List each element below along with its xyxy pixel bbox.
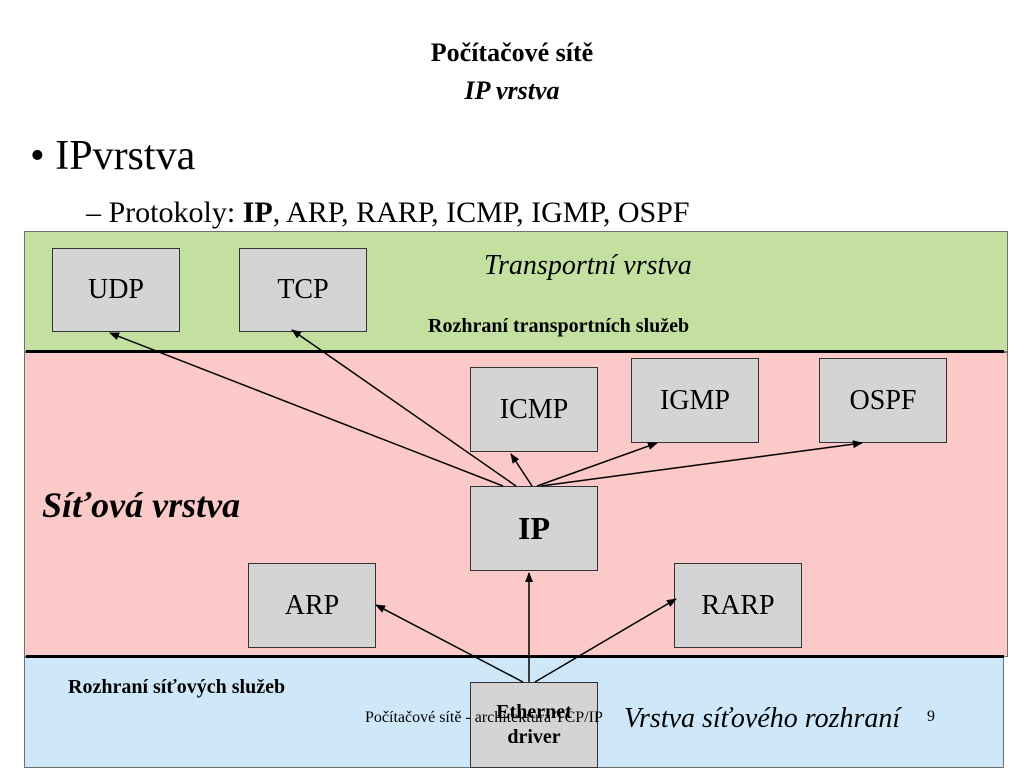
bullet-item: • IPvrstva bbox=[30, 132, 195, 180]
arrow-eth-to-arp bbox=[375, 604, 524, 683]
network-interface-label: Rozhraní síťových služeb bbox=[68, 676, 286, 698]
ethernet-driver-box: Ethernet driver bbox=[470, 682, 598, 768]
interface-layer-label: Vrstva síťového rozhraní bbox=[624, 703, 901, 734]
arrow-eth-to-rarp bbox=[534, 598, 677, 683]
network-divider bbox=[26, 655, 1004, 658]
arrow-ip-to-icmp bbox=[510, 453, 533, 487]
rarp-box: RARP bbox=[674, 563, 802, 648]
ethernet-line2: driver bbox=[507, 726, 561, 748]
udp-box: UDP bbox=[52, 248, 180, 332]
transport-divider bbox=[26, 350, 1004, 353]
ethernet-line1: Ethernet bbox=[496, 701, 572, 723]
arrow-ip-to-tcp bbox=[291, 329, 517, 487]
ip-box: IP bbox=[470, 486, 598, 571]
slide-subtitle: IP vrstva bbox=[464, 76, 560, 105]
arrow-ip-to-ospf bbox=[540, 440, 863, 487]
sub-prefix: Protokoly: bbox=[108, 196, 243, 229]
sub-bold: IP bbox=[242, 196, 273, 229]
sub-dash: – bbox=[86, 196, 101, 229]
transport-layer-label: Transportní vrstva bbox=[484, 250, 692, 281]
page-number: 9 bbox=[927, 708, 935, 725]
icmp-box: ICMP bbox=[470, 367, 598, 452]
arrow-ip-to-udp bbox=[109, 332, 504, 487]
tcp-box: TCP bbox=[239, 248, 367, 332]
bullet-mark: • bbox=[30, 133, 45, 179]
bullet-text: IPvrstva bbox=[55, 133, 196, 179]
transport-interface-label: Rozhraní transportních služeb bbox=[428, 315, 690, 337]
arp-box: ARP bbox=[248, 563, 376, 648]
ospf-box: OSPF bbox=[819, 358, 947, 443]
footer-text: Počítačové sítě - architektura TCP/IP bbox=[365, 709, 603, 726]
arrow-ip-to-igmp bbox=[536, 442, 658, 487]
transport-layer-band bbox=[24, 231, 1008, 352]
sub-rest: , ARP, RARP, ICMP, IGMP, OSPF bbox=[272, 196, 690, 229]
network-layer-label: Síťová vrstva bbox=[42, 485, 241, 525]
slide-title: Počítačové sítě bbox=[430, 38, 594, 67]
igmp-box: IGMP bbox=[631, 358, 759, 443]
sub-bullet: – Protokoly: IP, ARP, RARP, ICMP, IGMP, … bbox=[86, 196, 690, 230]
